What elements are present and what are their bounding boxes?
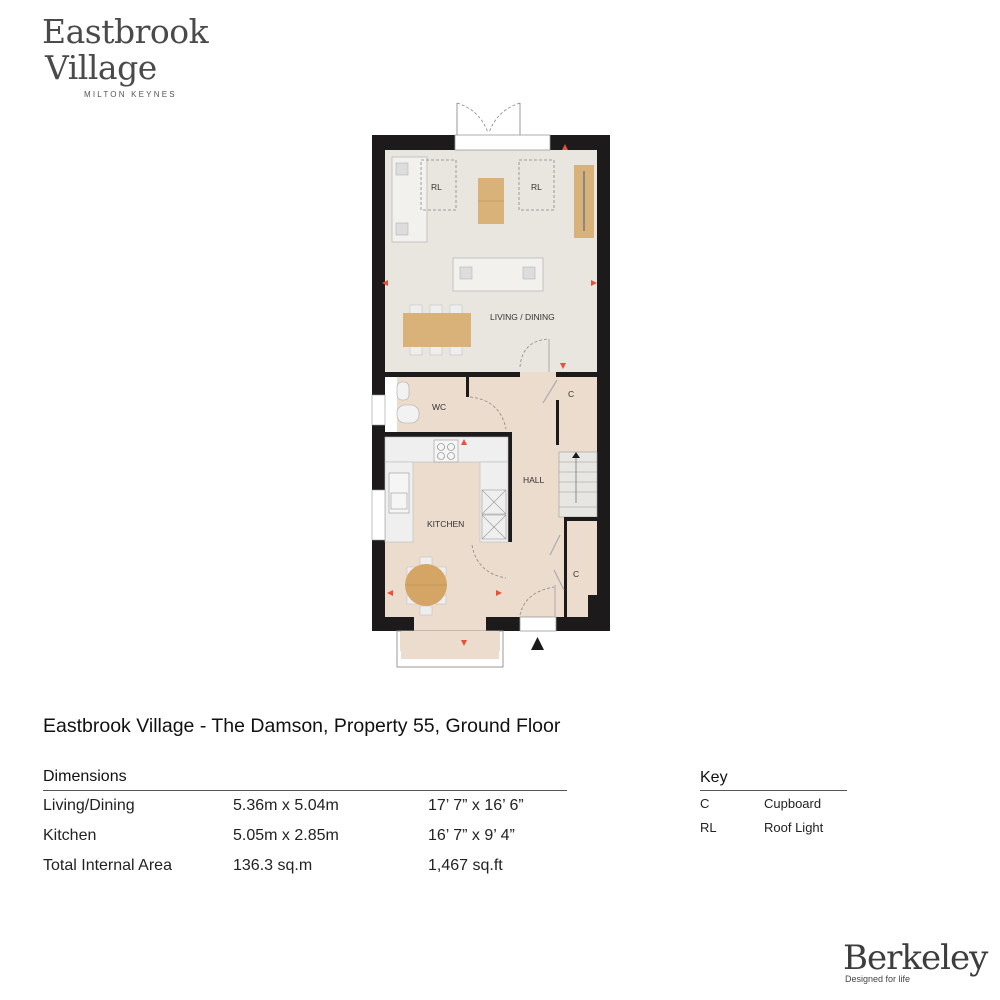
- development-logo: Eastbrook Village MILTON KEYNES: [42, 12, 232, 100]
- room-label-living-dining: LIVING / DINING: [490, 312, 555, 322]
- dimension-room: Kitchen: [43, 827, 97, 844]
- key-item: C Cupboard: [700, 791, 847, 815]
- dimension-metric: 5.36m x 5.04m: [233, 797, 339, 814]
- key-meaning: Roof Light: [764, 819, 824, 835]
- logo-subtitle: MILTON KEYNES: [84, 90, 177, 99]
- plan-title: Eastbrook Village - The Damson, Property…: [43, 715, 561, 737]
- dimensions-row: Total Internal Area 136.3 sq.m 1,467 sq.…: [43, 851, 567, 881]
- dimensions-row: Kitchen 5.05m x 2.85m 16’ 7” x 9’ 4”: [43, 821, 567, 851]
- key-meaning: Cupboard: [764, 795, 822, 811]
- logo-line-1: Eastbrook: [42, 12, 209, 51]
- dimension-room: Living/Dining: [43, 797, 135, 814]
- roof-light-label-2: RL: [531, 182, 542, 192]
- key-code: RL: [700, 819, 717, 835]
- room-label-cupboard-upper: C: [568, 389, 574, 399]
- dimension-metric: 136.3 sq.m: [233, 857, 313, 874]
- dimensions-row: Living/Dining 5.36m x 5.04m 17’ 7” x 16’…: [43, 791, 567, 821]
- logo-line-2: Village: [45, 48, 157, 87]
- brand-name: Berkeley: [843, 938, 988, 978]
- room-label-wc: WC: [432, 402, 446, 412]
- dimension-room: Total Internal Area: [43, 857, 172, 874]
- dimension-imperial: 16’ 7” x 9’ 4”: [428, 827, 515, 844]
- dimensions-heading: Dimensions: [43, 768, 567, 791]
- key-item: RL Roof Light: [700, 815, 847, 839]
- brand-tagline: Designed for life: [845, 974, 911, 984]
- key-legend: Key C Cupboard RL Roof Light: [700, 769, 847, 839]
- dimension-imperial: 1,467 sq.ft: [428, 857, 503, 874]
- dimension-imperial: 17’ 7” x 16’ 6”: [428, 797, 524, 814]
- roof-light-label-1: RL: [431, 182, 442, 192]
- key-code: C: [700, 795, 710, 811]
- room-label-hall: HALL: [523, 475, 545, 485]
- dimension-metric: 5.05m x 2.85m: [233, 827, 339, 844]
- room-label-kitchen: KITCHEN: [427, 519, 464, 529]
- floor-plan: RL RL LIVING / DINING WC HALL KITCHEN C …: [360, 95, 620, 675]
- room-label-cupboard-lower: C: [573, 569, 579, 579]
- key-heading: Key: [700, 769, 847, 791]
- berkeley-logo: Berkeley Designed for life: [843, 938, 988, 984]
- dimensions-table: Dimensions Living/Dining 5.36m x 5.04m 1…: [43, 768, 567, 881]
